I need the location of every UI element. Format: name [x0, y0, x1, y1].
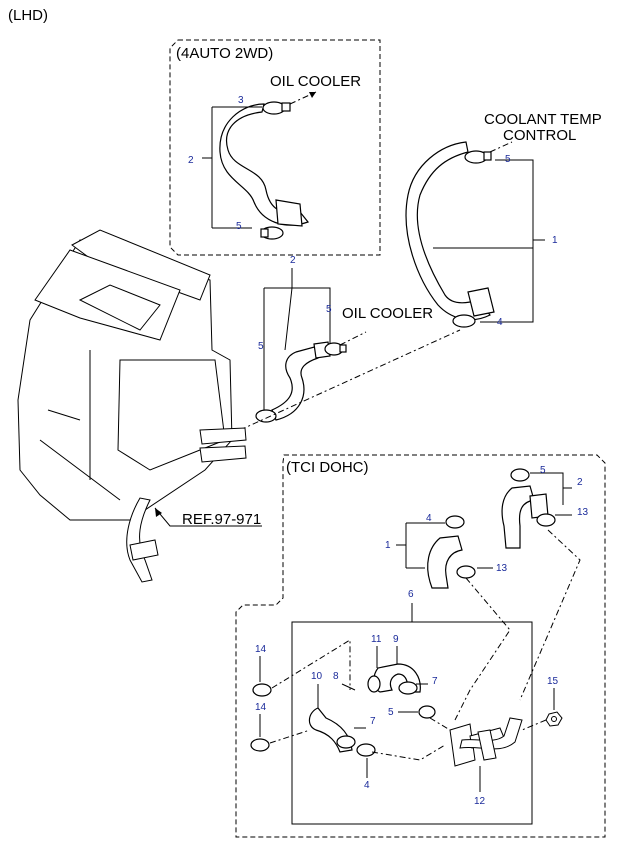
part-number: 3: [238, 95, 244, 106]
panel-tci-dohc-border: [235, 454, 606, 838]
heater-unit-assembly: [17, 229, 247, 583]
clamp-part-14-lower: [250, 738, 270, 752]
panel-tci-dohc-title: (TCI DOHC): [286, 459, 369, 476]
panel-4auto-2wd-title: (4AUTO 2WD): [176, 45, 273, 62]
hose-part-2-mid: [271, 341, 331, 421]
inner-route-leader-2: [429, 717, 451, 731]
inner-route-leader: [371, 744, 446, 761]
coolant-leader: [489, 141, 513, 153]
clamp-part-5-inner: [418, 705, 436, 719]
hose-part-2-tci: [501, 485, 549, 549]
oil-cooler-mid-label: OIL COOLER: [342, 305, 433, 322]
clamp-part-7-lower: [336, 735, 356, 749]
part-number: 8: [333, 671, 339, 682]
clamp-part-4-coolant: [452, 314, 476, 328]
clamp-part-4-inner: [356, 743, 376, 757]
leader-part-15-dash: [521, 719, 547, 731]
part-number: 1: [385, 540, 391, 551]
clamp-part-5-mid-right: [324, 342, 347, 356]
hose-part-1-tci: [427, 535, 463, 589]
panel-4auto-2wd-border: [169, 39, 381, 256]
clamp-part-7-upper: [398, 681, 418, 695]
part-number: 14: [255, 702, 267, 713]
hose-part-1-coolant: [405, 141, 495, 321]
clamp-part-3: [262, 101, 291, 115]
coolant-route-leader: [239, 329, 461, 431]
pipe-part-12: [449, 717, 523, 767]
part-number: 13: [577, 507, 589, 518]
hose-part-2-top: [219, 103, 309, 227]
bracket-part-2-top: [202, 106, 262, 229]
coolant-temp-label: COOLANT TEMP: [484, 111, 602, 128]
tci-route-leader-upper: [271, 639, 351, 690]
tci-route-leader-left: [454, 577, 511, 721]
clamp-part-13-tci-right: [536, 513, 556, 527]
bracket-part-1-coolant: [433, 159, 545, 323]
variant-label: (LHD): [8, 7, 48, 24]
arrow-icon: [155, 508, 162, 517]
clamp-part-13-tci-left: [456, 565, 476, 579]
part-number: 7: [432, 676, 438, 687]
oil-cooler-mid-leader: [339, 331, 367, 346]
part-number: 6: [408, 589, 414, 600]
clamp-part-5-tci: [510, 468, 530, 482]
part-number: 2: [188, 155, 194, 166]
arrow-icon: [309, 92, 316, 98]
part-number: 9: [393, 634, 399, 645]
tci-route-leader-lower: [269, 729, 311, 744]
tci-route-leader-right: [519, 529, 581, 701]
bracket-part-2-tci: [530, 472, 572, 516]
part-number: 1: [552, 235, 558, 246]
clamp-part-5-mid-left: [255, 409, 277, 423]
part-number: 10: [311, 671, 323, 682]
clamp-part-5-coolant: [464, 150, 492, 164]
part-number: 12: [474, 796, 486, 807]
part-number: 11: [371, 634, 382, 645]
part-number: 13: [496, 563, 508, 574]
part-number: 5: [540, 465, 546, 476]
oil-cooler-top-label: OIL COOLER: [270, 73, 361, 90]
part-number: 5: [236, 221, 242, 232]
clamp-part-11: [367, 675, 381, 693]
clamp-part-5-top: [260, 226, 284, 240]
part-number: 5: [326, 304, 332, 315]
part-number: 15: [547, 676, 559, 687]
control-label: CONTROL: [503, 127, 576, 144]
clamp-part-4-tci: [445, 515, 465, 529]
bracket-part-2-mid: [263, 268, 331, 410]
part-number: 4: [497, 317, 503, 328]
part-number: 4: [364, 780, 370, 791]
part-number: 5: [505, 154, 511, 165]
ref-label: REF.97-971: [182, 511, 261, 528]
nut-part-15: [545, 711, 563, 727]
clamp-part-14-upper: [252, 683, 272, 697]
part-number: 2: [577, 477, 583, 488]
part-number: 14: [255, 644, 267, 655]
part-number: 7: [370, 716, 376, 727]
part-number: 2: [290, 255, 296, 266]
leader-part-8: [341, 683, 356, 691]
bracket-part-1-tci: [396, 522, 493, 569]
part-number: 4: [426, 513, 432, 524]
part-number: 5: [258, 341, 264, 352]
part-number: 5: [388, 707, 394, 718]
